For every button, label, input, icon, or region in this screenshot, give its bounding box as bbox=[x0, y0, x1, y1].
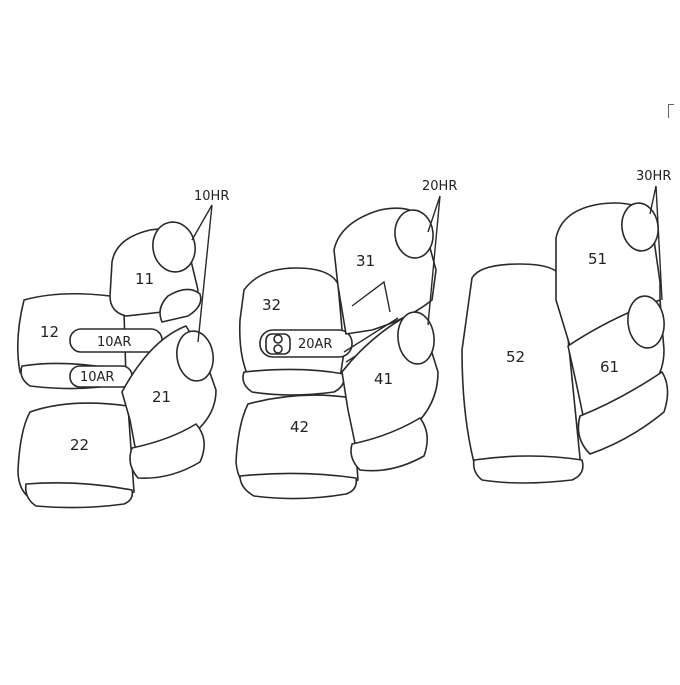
label-61: 61 bbox=[600, 358, 619, 376]
second-row-seat-group bbox=[235, 195, 441, 500]
label-30hr: 30HR bbox=[636, 169, 671, 184]
label-32: 32 bbox=[262, 296, 281, 314]
label-21: 21 bbox=[152, 388, 171, 406]
armrest-20ar-cupholder bbox=[265, 333, 291, 355]
seat-part-32 bbox=[238, 267, 345, 385]
seat-part-61-bottom bbox=[577, 371, 669, 455]
leader-30hr-b bbox=[655, 185, 663, 301]
seat-part-41-bottom bbox=[350, 417, 428, 472]
label-10ar-upper: 10AR bbox=[97, 335, 131, 350]
leader-10hr-a bbox=[191, 204, 213, 241]
leader-30hr-a bbox=[649, 185, 657, 215]
corner-mark bbox=[668, 104, 674, 118]
headrest-10hr-lower bbox=[176, 330, 214, 382]
cupholder-ring-b bbox=[273, 344, 283, 354]
seat-part-42-front-roll bbox=[239, 472, 358, 500]
seat-part-52-front-roll bbox=[472, 455, 584, 484]
seat-part-32-lower-roll bbox=[242, 368, 346, 396]
label-31: 31 bbox=[356, 252, 375, 270]
front-seat-group bbox=[16, 204, 217, 509]
label-12: 12 bbox=[40, 323, 59, 341]
cupholder-ring-a bbox=[273, 334, 283, 344]
label-20ar: 20AR bbox=[298, 337, 332, 352]
label-10ar-lower: 10AR bbox=[80, 370, 114, 385]
leader-20hr-a bbox=[427, 195, 441, 233]
headrest-30hr-lower bbox=[627, 295, 665, 349]
seat-part-11-side bbox=[159, 288, 202, 323]
leader-20hr-b bbox=[427, 195, 441, 326]
leader-10hr-b bbox=[197, 204, 213, 343]
label-22: 22 bbox=[70, 436, 89, 454]
label-51: 51 bbox=[588, 250, 607, 268]
label-10hr: 10HR bbox=[194, 189, 229, 204]
seat-part-21-bottom bbox=[129, 423, 205, 479]
label-42: 42 bbox=[290, 418, 309, 436]
seat-part-22-front-roll bbox=[24, 482, 134, 509]
label-52: 52 bbox=[506, 348, 525, 366]
label-41: 41 bbox=[374, 370, 393, 388]
third-row-seat-group bbox=[461, 185, 669, 484]
headrest-10hr-upper bbox=[152, 221, 196, 273]
headrest-20hr-upper bbox=[394, 209, 434, 259]
headrest-20hr-lower bbox=[397, 311, 435, 365]
label-20hr: 20HR bbox=[422, 179, 457, 194]
label-11: 11 bbox=[135, 270, 154, 288]
